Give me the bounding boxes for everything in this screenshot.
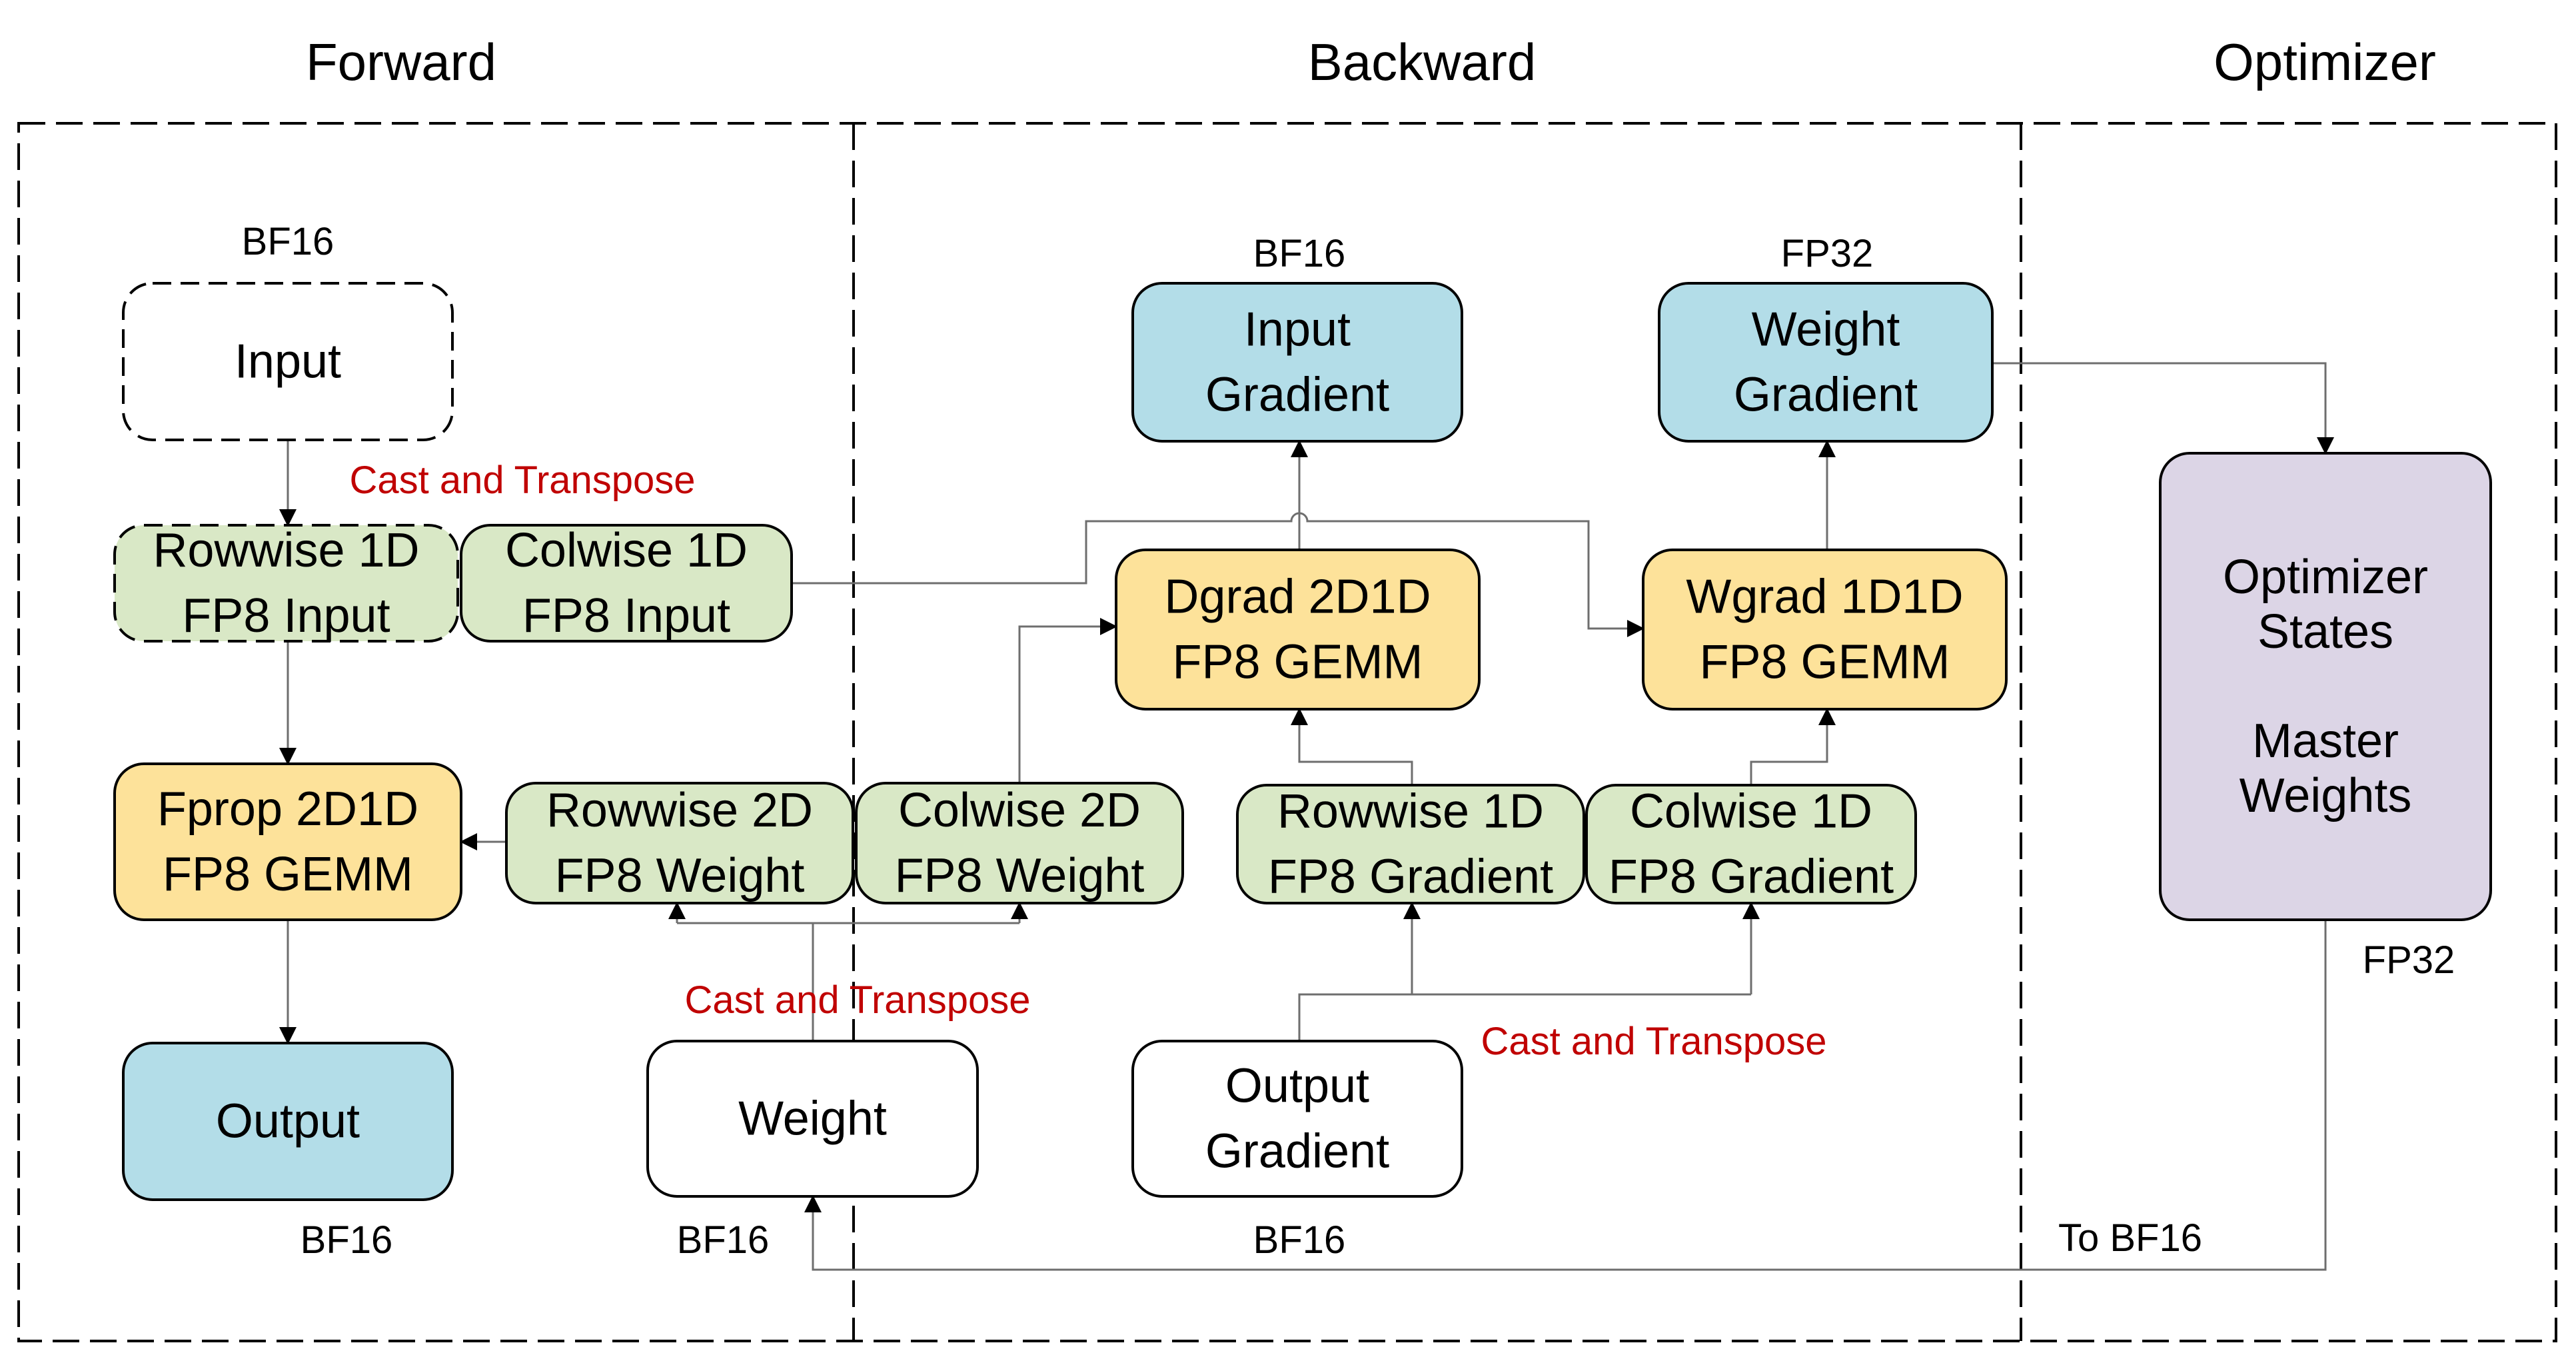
node-label-line: Optimizer — [2223, 551, 2428, 604]
section-title-backward: Backward — [1308, 33, 1536, 91]
connectors — [279, 362, 2334, 1271]
output-dtype-label: BF16 — [301, 1218, 393, 1262]
node-label-line: FP8 Weight — [895, 849, 1145, 902]
colwise-2d-fp8-weight-node: Colwise 2D FP8 Weight — [855, 782, 1184, 904]
weight-gradient-dtype-label: FP32 — [1781, 232, 1874, 275]
rowwise-1d-fp8-gradient-node: Rowwise 1D FP8 Gradient — [1236, 784, 1585, 904]
rowwise-2d-fp8-weight-node: Rowwise 2D FP8 Weight — [505, 782, 854, 904]
node-label-line: FP8 Gradient — [1268, 850, 1553, 904]
connector-colwise-gradient-to-wgrad — [1750, 708, 1836, 785]
node-label-line: Rowwise 1D — [153, 524, 419, 577]
node-label-line: FP8 GEMM — [163, 848, 413, 901]
node-label-line: Colwise 2D — [898, 784, 1141, 837]
node-label-line: FP8 GEMM — [1172, 636, 1423, 689]
node-box — [505, 782, 854, 904]
dgrad-gemm-node: Dgrad 2D1D FP8 GEMM — [1115, 549, 1481, 710]
node-label-line: Colwise 1D — [505, 524, 748, 577]
node-box — [113, 762, 462, 921]
node-label-line: Fprop 2D1D — [157, 782, 418, 836]
node-label-line: Gradient — [1734, 369, 1918, 422]
node-label-line: Rowwise 1D — [1277, 785, 1544, 838]
nodes: Input Rowwise 1D FP8 Input Colwise 1D FP8 … — [113, 282, 2492, 1201]
node-box — [113, 524, 459, 643]
node-label-line: Colwise 1D — [1630, 785, 1872, 838]
node-label-line: Output — [1225, 1060, 1369, 1113]
node-box — [1642, 549, 2008, 710]
output-node: Output — [122, 1042, 454, 1201]
connector-weight-to-fp8-weights — [677, 922, 1019, 1041]
wgrad-gemm-node: Wgrad 1D1D FP8 GEMM — [1642, 549, 2008, 710]
node-box — [460, 524, 793, 643]
node-label-line: FP8 GEMM — [1699, 636, 1950, 689]
connector-output-gradient-to-fp8-gradients — [1298, 993, 1751, 1041]
node-label-line: Wgrad 1D1D — [1686, 571, 1963, 624]
rowwise-1d-fp8-input-node: Rowwise 1D FP8 Input — [113, 524, 459, 643]
input-gradient-dtype-label: BF16 — [1253, 232, 1346, 275]
node-label-line: FP8 Input — [182, 589, 390, 643]
node-box — [1658, 282, 1994, 443]
node-box — [646, 1040, 979, 1198]
node-box — [1115, 549, 1481, 710]
weight-node: Weight — [646, 1040, 979, 1198]
node-box — [122, 282, 454, 441]
input-dtype-label: BF16 — [242, 220, 334, 263]
section-title-optimizer: Optimizer — [2214, 33, 2436, 91]
node-label-line: FP8 Gradient — [1609, 850, 1894, 904]
node-box — [855, 782, 1184, 904]
node-box — [1236, 784, 1585, 904]
node-label-line: Input — [1244, 303, 1351, 357]
node-box — [1131, 282, 1463, 443]
connector-weight-gradient-to-optimizer — [1992, 362, 2334, 455]
connector-rowwise-gradient-to-dgrad — [1291, 708, 1413, 785]
input-node: Input — [122, 282, 454, 441]
cast-transpose-gradient-label: Cast and Transpose — [1481, 1020, 1826, 1063]
node-label-line: States — [2257, 605, 2393, 659]
output-gradient-dtype-label: BF16 — [1253, 1218, 1346, 1262]
node-label-line: Rowwise 2D — [546, 784, 813, 837]
node-label-line: Weight — [1752, 303, 1900, 357]
weight-dtype-label: BF16 — [677, 1218, 770, 1262]
node-box — [122, 1042, 454, 1201]
node-box — [2159, 452, 2492, 921]
optimizer-dtype-label: FP32 — [2363, 938, 2455, 982]
node-box — [1585, 784, 1917, 904]
colwise-1d-fp8-gradient-node: Colwise 1D FP8 Gradient — [1585, 784, 1917, 904]
node-label-line: FP8 Input — [522, 589, 730, 643]
cast-transpose-input-label: Cast and Transpose — [349, 459, 695, 502]
connector-optimizer-to-weight — [804, 920, 2327, 1271]
section-title-forward: Forward — [306, 33, 496, 91]
node-label-line: Dgrad 2D1D — [1164, 571, 1431, 624]
colwise-1d-fp8-input-node: Colwise 1D FP8 Input — [460, 524, 793, 643]
node-label-line: Weights — [2240, 769, 2412, 822]
node-label-line: Gradient — [1205, 369, 1389, 422]
cast-transpose-weight-label: Cast and Transpose — [684, 978, 1030, 1022]
node-label-line: Gradient — [1205, 1125, 1389, 1178]
node-label-line: Weight — [738, 1092, 887, 1146]
node-label-line: Output — [216, 1095, 360, 1148]
to-bf16-label: To BF16 — [2058, 1216, 2202, 1260]
node-box — [1131, 1040, 1463, 1198]
node-label-line: FP8 Weight — [555, 849, 805, 902]
connector-colwise-weight-to-dgrad — [1018, 618, 1117, 783]
node-label-line: Master — [2252, 714, 2399, 768]
fprop-gemm-node: Fprop 2D1D FP8 GEMM — [113, 762, 462, 921]
node-label-line: Input — [235, 335, 341, 389]
